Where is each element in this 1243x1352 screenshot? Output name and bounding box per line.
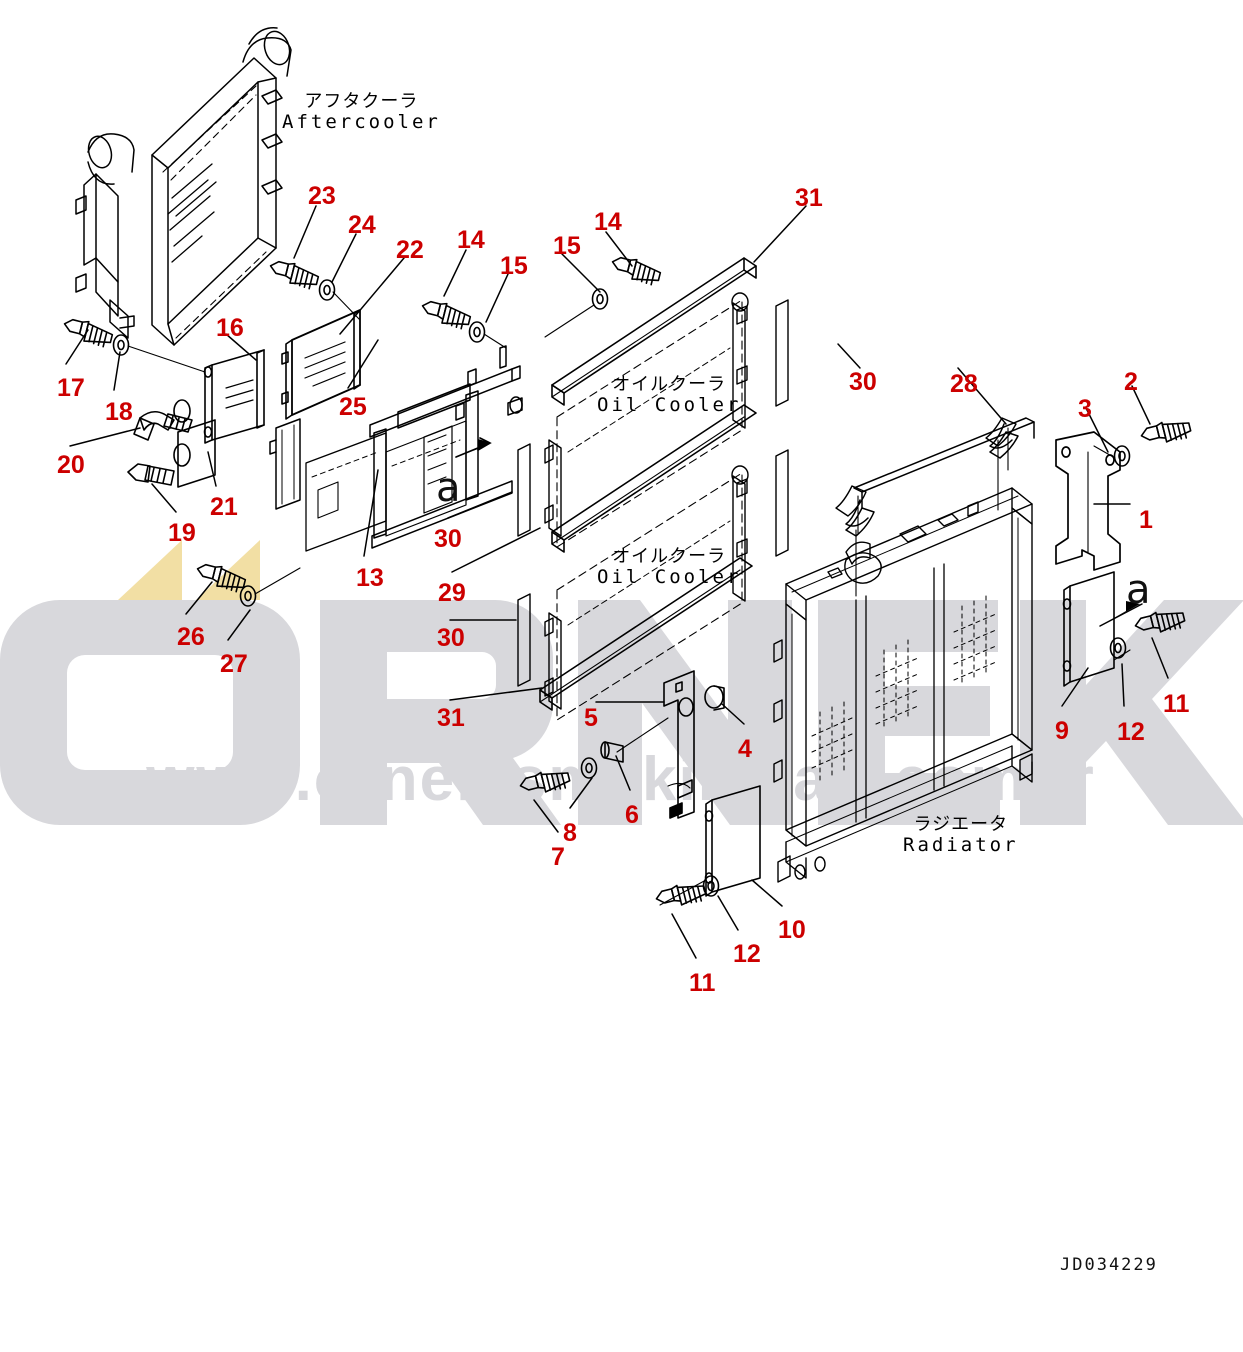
- part-19-fitting: [127, 463, 175, 486]
- fastener-23-24: [266, 257, 361, 321]
- callout-number-6: 6: [625, 801, 639, 829]
- fastener-2-3: [1093, 415, 1193, 467]
- callout-number-31: 31: [437, 704, 465, 732]
- part-4-pin: [704, 685, 725, 711]
- callout-number-11: 11: [689, 969, 716, 997]
- callout-number-3: 3: [1078, 395, 1092, 423]
- callout-number-10: 10: [778, 916, 806, 944]
- callout-number-22: 22: [396, 236, 424, 264]
- label-aftercooler: アフタクーラ Aftercooler: [282, 91, 441, 134]
- callout-number-26: 26: [177, 623, 205, 651]
- callout-number-20: 20: [57, 451, 85, 479]
- label-oil-cooler-upper-en: Oil Cooler: [597, 394, 742, 417]
- callout-number-15: 15: [553, 232, 581, 260]
- callout-number-24: 24: [348, 211, 376, 239]
- radiator-assembly: [773, 417, 1033, 883]
- callout-number-27: 27: [220, 650, 248, 678]
- callout-number-15: 15: [500, 252, 528, 280]
- callout-number-30: 30: [437, 624, 465, 652]
- fastener-17-18: [60, 315, 206, 373]
- callout-number-12: 12: [733, 940, 761, 968]
- callout-number-14: 14: [594, 208, 622, 236]
- callout-number-25: 25: [339, 393, 367, 421]
- callout-number-17: 17: [57, 374, 85, 402]
- callout-number-21: 21: [210, 493, 238, 521]
- label-oil-cooler-lower-jp: オイルクーラ: [612, 546, 727, 567]
- callout-number-1: 1: [1139, 506, 1153, 534]
- callout-number-19: 19: [168, 519, 196, 547]
- part-9-cover-plate: [1062, 571, 1143, 687]
- part-10-plate: [659, 785, 761, 906]
- fastener-26-27: [193, 560, 301, 607]
- callout-number-4: 4: [738, 735, 752, 763]
- callout-number-16: 16: [216, 314, 244, 342]
- oil-cooler-lower-assembly: [517, 449, 789, 721]
- oil-cooler-upper-assembly: [517, 292, 789, 548]
- callout-number-8: 8: [563, 819, 577, 847]
- callout-number-28: 28: [950, 370, 978, 398]
- callout-number-30: 30: [434, 525, 462, 553]
- callout-number-2: 2: [1124, 368, 1138, 396]
- part-16-panel: [203, 349, 265, 444]
- drawing-number: JD034229: [1060, 1255, 1158, 1275]
- fastener-6-7-8: [517, 717, 669, 800]
- fastener-14-15-right: [544, 253, 663, 338]
- label-radiator-en: Radiator: [903, 834, 1019, 857]
- callout-number-5: 5: [584, 704, 598, 732]
- part-25-panel: [281, 309, 361, 420]
- callout-number-14: 14: [457, 226, 485, 254]
- callout-number-9: 9: [1055, 717, 1069, 745]
- part-31-middle-bar: [551, 404, 757, 553]
- fastener-14-15-left: [418, 297, 507, 349]
- aftercooler-assembly: [75, 27, 292, 346]
- label-oil-cooler-lower: オイルクーラ Oil Cooler: [597, 546, 742, 589]
- callout-number-30: 30: [849, 368, 877, 396]
- label-aftercooler-en: Aftercooler: [282, 111, 441, 134]
- leader-lines: [65, 205, 1169, 959]
- callout-number-12: 12: [1117, 718, 1145, 746]
- callout-number-13: 13: [356, 564, 384, 592]
- part-28-shroud: [845, 417, 1035, 597]
- callout-number-31: 31: [795, 184, 823, 212]
- part-31-upper-bar: [551, 257, 757, 406]
- part-13-frame: [269, 345, 523, 552]
- label-oil-cooler-lower-en: Oil Cooler: [597, 566, 742, 589]
- part-31-lower-bar: [539, 557, 753, 711]
- part-1-support-bracket: [1055, 431, 1121, 571]
- callout-number-23: 23: [308, 182, 336, 210]
- section-marker-a-right: a: [1126, 567, 1151, 613]
- callout-number-18: 18: [105, 398, 133, 426]
- part-5-bracket: [663, 670, 695, 819]
- callout-number-7: 7: [551, 843, 565, 871]
- label-aftercooler-jp: アフタクーラ: [304, 91, 419, 112]
- part-20-elbow-fitting: [133, 410, 193, 441]
- section-marker-a-left: a: [436, 465, 461, 511]
- callout-number-11: 11: [1163, 690, 1190, 718]
- label-radiator-jp: ラジエータ: [913, 814, 1009, 835]
- label-oil-cooler-upper-jp: オイルクーラ: [612, 374, 727, 395]
- callout-number-29: 29: [438, 579, 466, 607]
- part-21-bracket: [173, 399, 216, 488]
- label-radiator: ラジエータ Radiator: [903, 814, 1019, 857]
- label-oil-cooler-upper: オイルクーラ Oil Cooler: [597, 374, 742, 417]
